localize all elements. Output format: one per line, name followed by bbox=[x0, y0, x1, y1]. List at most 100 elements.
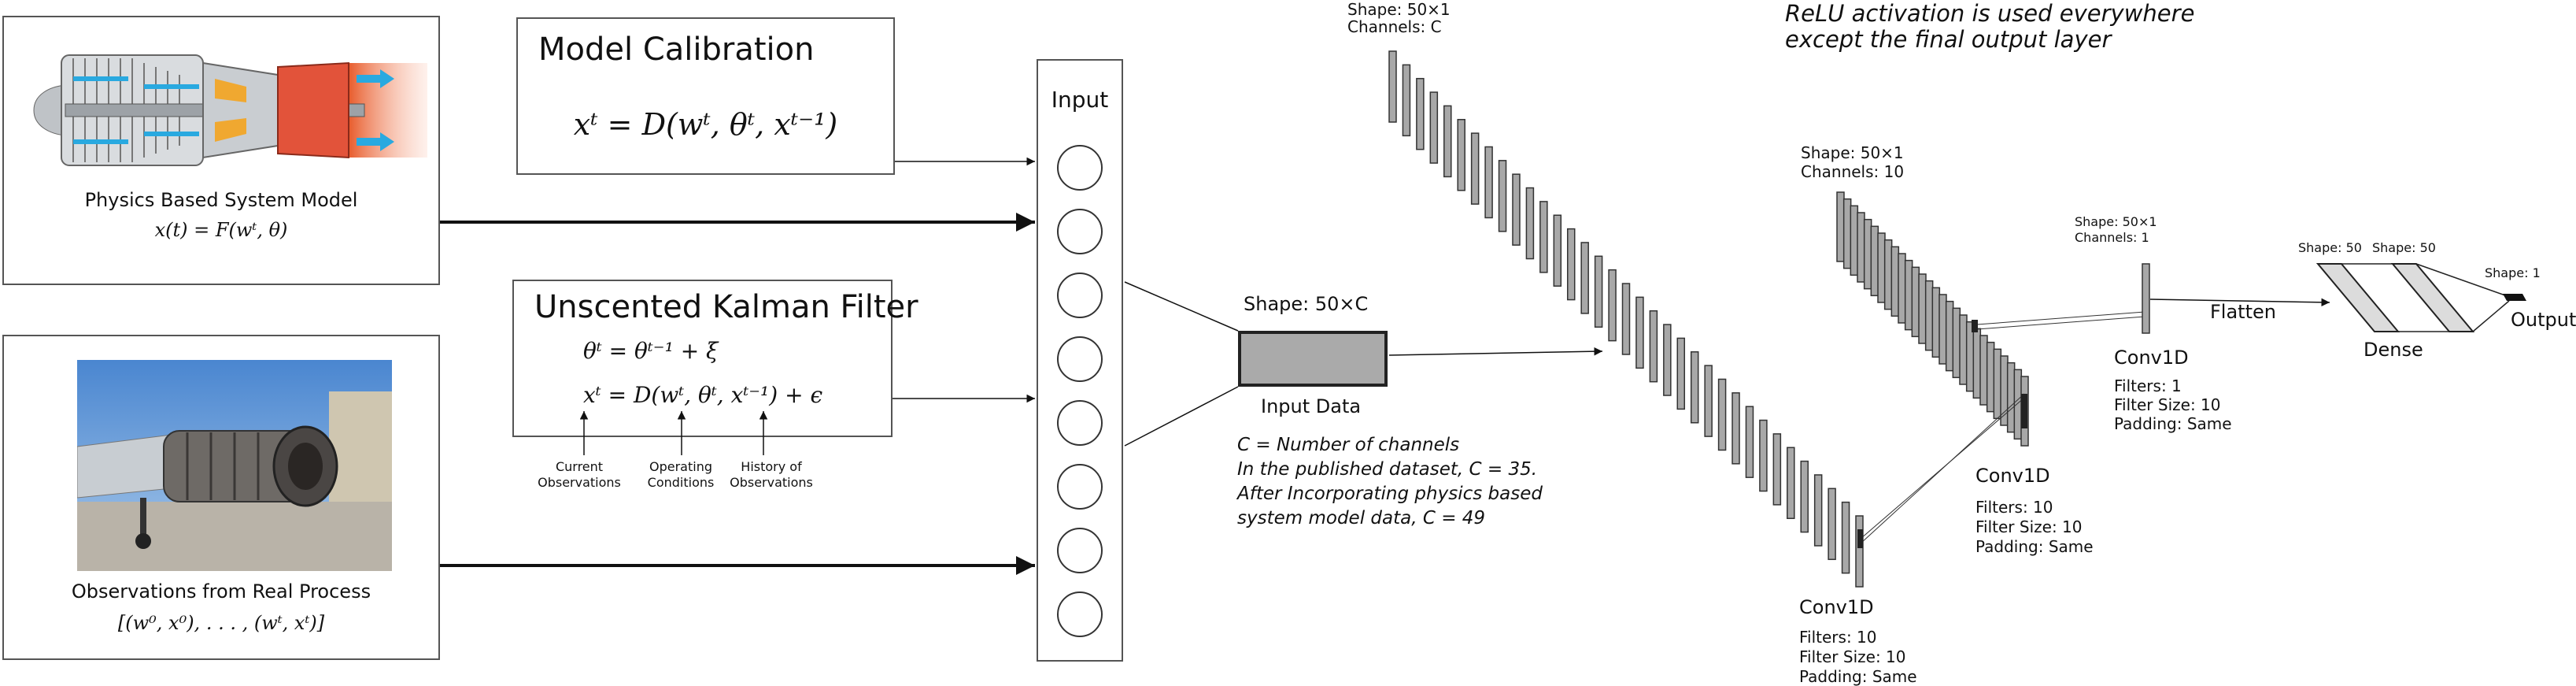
observations-formula: [(w⁰, x⁰), . . . , (wᵗ, xᵗ)] bbox=[117, 612, 325, 634]
channel-slice bbox=[1512, 173, 1521, 246]
conv3-filters: Filters: 1 bbox=[2114, 376, 2182, 395]
input-channel-stack bbox=[1388, 50, 1864, 588]
funnel-line-bottom bbox=[1124, 386, 1239, 447]
conv1-slice bbox=[1952, 307, 1961, 379]
input-neurons bbox=[1057, 145, 1103, 637]
dense-shape-1: Shape: 50 bbox=[2298, 240, 2362, 255]
channel-slice bbox=[1443, 105, 1452, 178]
input-neuron bbox=[1057, 591, 1103, 637]
input-neuron bbox=[1057, 400, 1103, 446]
input-neuron bbox=[1057, 336, 1103, 382]
input-data-shape: Shape: 50×C bbox=[1244, 293, 1369, 315]
channel-slice bbox=[1608, 269, 1617, 342]
conv3-title: Conv1D bbox=[2114, 347, 2189, 369]
conv1-slice bbox=[1918, 273, 1927, 344]
channel-slice bbox=[1402, 64, 1411, 137]
receptive-line-2 bbox=[1860, 393, 2025, 544]
ukf-title: Unscented Kalman Filter bbox=[534, 289, 918, 325]
input-data-block bbox=[1238, 331, 1388, 387]
annotation-history-of-observations: History of Observations bbox=[716, 459, 826, 491]
input-neuron bbox=[1057, 145, 1103, 191]
receptive-window bbox=[1857, 529, 1863, 548]
turbofan-engine-illustration bbox=[33, 54, 427, 166]
conv1-filters: Filters: 10 bbox=[1799, 628, 1877, 647]
conv1-slice bbox=[1857, 212, 1865, 283]
conv3-shape: Shape: 50×1 bbox=[2075, 214, 2157, 229]
channel-slice bbox=[1855, 515, 1864, 588]
input-neuron bbox=[1057, 209, 1103, 254]
flatten-arrow bbox=[2149, 298, 2330, 307]
channel-slice bbox=[1690, 351, 1699, 424]
channel-slice bbox=[1388, 50, 1397, 123]
conv2-padding: Padding: Same bbox=[1975, 537, 2094, 556]
output-shape: Shape: 1 bbox=[2485, 265, 2541, 280]
channel-slice bbox=[1416, 77, 1425, 150]
conv1-shape: Shape: 50×1 bbox=[1801, 143, 1904, 162]
output-connector-top bbox=[2415, 263, 2506, 296]
jet-engine-photo bbox=[77, 360, 392, 571]
conv1-slice bbox=[1993, 348, 2002, 420]
receptive-line-3 bbox=[1976, 311, 2145, 325]
input-neuron bbox=[1057, 464, 1103, 510]
conv1-slice bbox=[1877, 232, 1886, 303]
input-data-note-1: C = Number of channels bbox=[1237, 435, 1460, 455]
channel-slice bbox=[1484, 146, 1493, 219]
conv1-slice bbox=[1972, 328, 1982, 399]
model-calibration-formula: xᵗ = D(wᵗ, θᵗ, xᵗ⁻¹) bbox=[573, 107, 838, 142]
physics-model-formula: x(t) = F(wᵗ, θ) bbox=[154, 219, 288, 241]
input-neuron bbox=[1057, 528, 1103, 573]
dense-layer-1 bbox=[2315, 263, 2400, 332]
output-connector-bottom bbox=[2472, 300, 2510, 332]
conv1-slice bbox=[1986, 341, 1995, 413]
conv3-filter-size: Filter Size: 10 bbox=[2114, 395, 2221, 414]
conv2-filter-size: Filter Size: 10 bbox=[1975, 517, 2083, 536]
conv1-slice bbox=[2006, 362, 2016, 433]
ukf-panel: Unscented Kalman Filter θᵗ = θᵗ⁻¹ + ξ xᵗ… bbox=[512, 280, 918, 437]
conv1-slice bbox=[1931, 287, 1941, 358]
conv3-padding: Padding: Same bbox=[2114, 414, 2232, 433]
annotation-line: Conditions bbox=[647, 475, 715, 490]
channel-slice bbox=[1800, 460, 1809, 533]
conv2-title: Conv1D bbox=[1975, 465, 2050, 487]
conv1-slice bbox=[1959, 314, 1968, 385]
arrow-input-data-to-stack bbox=[1388, 347, 1603, 356]
physics-model-panel: Physics Based System Model x(t) = F(wᵗ, … bbox=[2, 16, 440, 285]
annotation-line: Observations bbox=[730, 475, 813, 490]
channel-slice bbox=[1525, 187, 1535, 260]
conv1-slice bbox=[1924, 280, 1934, 351]
annotation-operating-conditions: Operating Conditions bbox=[626, 459, 736, 491]
conv1-slice bbox=[1911, 266, 1920, 338]
conv1-filter-size: Filter Size: 10 bbox=[1799, 647, 1906, 666]
output-node bbox=[2503, 294, 2526, 301]
model-calibration-title: Model Calibration bbox=[538, 32, 815, 68]
receptive-window-2 bbox=[1972, 320, 1978, 332]
dense-label: Dense bbox=[2363, 339, 2423, 361]
annotation-line: Operating bbox=[649, 459, 712, 474]
annotation-line: Current bbox=[555, 459, 604, 474]
channel-slice bbox=[1828, 488, 1836, 561]
conv2-filters: Filters: 10 bbox=[1975, 498, 2053, 517]
input-data-note-2: In the published dataset, C = 35. bbox=[1237, 459, 1538, 480]
dense-shape-2: Shape: 50 bbox=[2372, 240, 2436, 255]
channel-slice bbox=[1704, 365, 1713, 437]
channel-slice bbox=[1717, 378, 1727, 451]
channel-slice bbox=[1553, 214, 1562, 287]
output-label: Output bbox=[2511, 309, 2576, 331]
channel-slice bbox=[1635, 296, 1644, 369]
conv1-slice bbox=[1938, 294, 1947, 365]
channel-slice bbox=[1772, 433, 1782, 506]
flatten-label: Flatten bbox=[2210, 301, 2276, 323]
channel-slice bbox=[1649, 310, 1658, 383]
ukf-formula-theta: θᵗ = θᵗ⁻¹ + ξ bbox=[583, 338, 719, 364]
annotation-line: Observations bbox=[538, 475, 621, 490]
conv1-title: Conv1D bbox=[1799, 596, 1874, 618]
input-layer-title: Input bbox=[1051, 87, 1109, 113]
conv1-channels: Channels: 10 bbox=[1801, 162, 1905, 181]
conv3-channels: Channels: 1 bbox=[2075, 230, 2149, 245]
conv1-slice bbox=[1979, 335, 1988, 406]
receptive-window-3 bbox=[2021, 394, 2027, 428]
channel-slice bbox=[1841, 501, 1850, 574]
channel-slice bbox=[1498, 160, 1507, 232]
channel-slice bbox=[1429, 91, 1439, 164]
channel-slice bbox=[1621, 283, 1631, 355]
